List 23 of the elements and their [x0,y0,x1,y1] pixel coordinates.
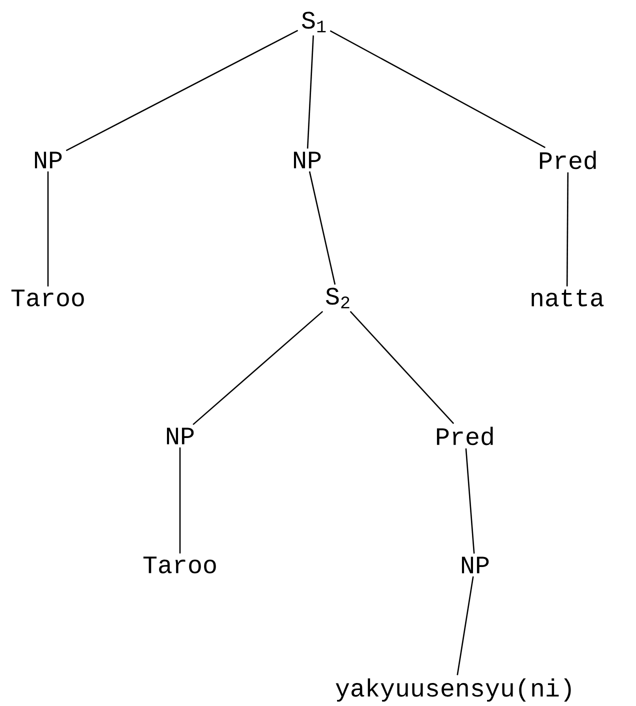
tree-label: NP [34,152,62,168]
tree-label: Taroo [143,556,216,574]
branch-line [456,576,474,676]
tree-label: NP [462,556,489,574]
branch-line [306,35,314,149]
branch-line [350,311,454,424]
branch-line [330,30,546,148]
tree-label: Taroo [11,290,84,306]
branch-line [179,447,181,554]
tree-label: yakyuusensyu(ni) [336,678,571,702]
tree-label: Pred [540,150,596,170]
tree-label: natta [532,290,604,306]
tree-label: NP [294,152,321,168]
branch-line [66,30,298,152]
branch-line [192,310,324,426]
tree-label: S$_{1}$ [302,12,326,32]
tree-label: Pred [436,426,493,446]
tree-label: S$_{2}$ [326,288,350,308]
branch-line [308,171,336,285]
branch-line [47,171,49,286]
branch-line [566,172,569,286]
branch-line [465,448,475,554]
tree-label: NP [166,428,194,444]
